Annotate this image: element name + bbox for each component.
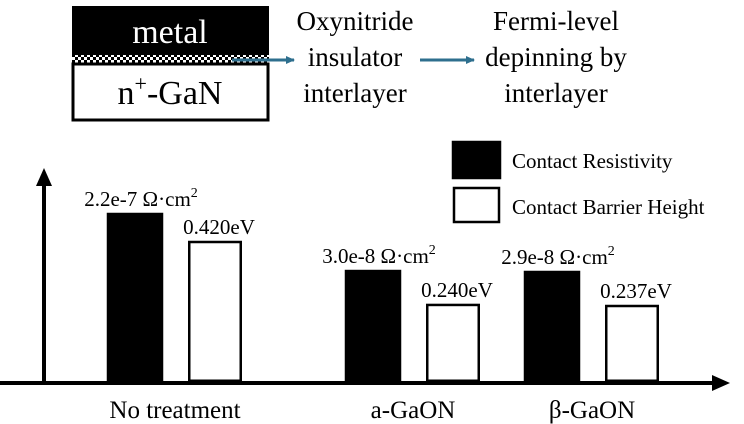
- legend-label-resistivity: Contact Resistivity: [512, 149, 673, 173]
- step1-line-1: Oxynitride: [297, 6, 414, 36]
- data-labels: 2.2e-7 Ω·cm2 0.420eV 3.0e-8 Ω·cm2 0.240eV 2.…: [84, 186, 672, 303]
- interlayer-strip: [72, 55, 269, 64]
- bar-resistivity-beta-gaon: [523, 270, 581, 384]
- category-labels: No treatment a-GaON β-GaON: [109, 397, 635, 424]
- step1-line-2: insulator: [308, 42, 403, 72]
- bar-barrier-beta-gaon: [605, 304, 659, 382]
- bar-barrier-no-treatment: [188, 240, 242, 382]
- step2-line-3: interlayer: [504, 78, 607, 108]
- label-resistivity-beta-gaon: 2.9e-8 Ω·cm2: [501, 244, 615, 269]
- step2-line-1: Fermi-level: [493, 6, 619, 36]
- category-no-treatment: No treatment: [109, 397, 240, 424]
- gan-layer: [71, 62, 270, 122]
- y-axis-arrowhead: [36, 168, 52, 186]
- legend-swatch-barrier: [452, 186, 501, 224]
- legend: Contact Resistivity Contact Barrier Heig…: [451, 140, 705, 224]
- layer-stack-diagram: metal n+-GaN: [71, 6, 270, 122]
- metal-layer: [72, 6, 269, 55]
- label-barrier-beta-gaon: 0.237eV: [600, 279, 672, 303]
- label-resistivity-no-treatment: 2.2e-7 Ω·cm2: [84, 186, 198, 211]
- step2-line-2: depinning by: [485, 42, 627, 72]
- legend-label-barrier: Contact Barrier Height: [512, 195, 705, 219]
- bar-resistivity-no-treatment: [106, 212, 164, 384]
- label-resistivity-a-gaon: 3.0e-8 Ω·cm2: [322, 243, 436, 268]
- label-barrier-a-gaon: 0.240eV: [421, 278, 493, 302]
- step1-line-3: interlayer: [303, 78, 406, 108]
- fermi-depinning-text: Fermi-level depinning by interlayer: [485, 6, 627, 108]
- category-a-gaon: a-GaON: [371, 397, 456, 424]
- gan-label: n+-GaN: [118, 71, 223, 112]
- bar-chart: Contact Resistivity Contact Barrier Heig…: [0, 140, 730, 424]
- bar-barrier-a-gaon: [426, 303, 480, 382]
- metal-label: metal: [132, 14, 208, 51]
- legend-swatch-resistivity: [451, 140, 502, 180]
- category-beta-gaon: β-GaON: [549, 397, 635, 424]
- label-barrier-no-treatment: 0.420eV: [183, 215, 255, 239]
- oxynitride-interlayer-text: Oxynitride insulator interlayer: [297, 6, 414, 108]
- x-axis-arrowhead: [712, 375, 730, 391]
- bars: [106, 212, 659, 384]
- bar-resistivity-a-gaon: [344, 269, 402, 384]
